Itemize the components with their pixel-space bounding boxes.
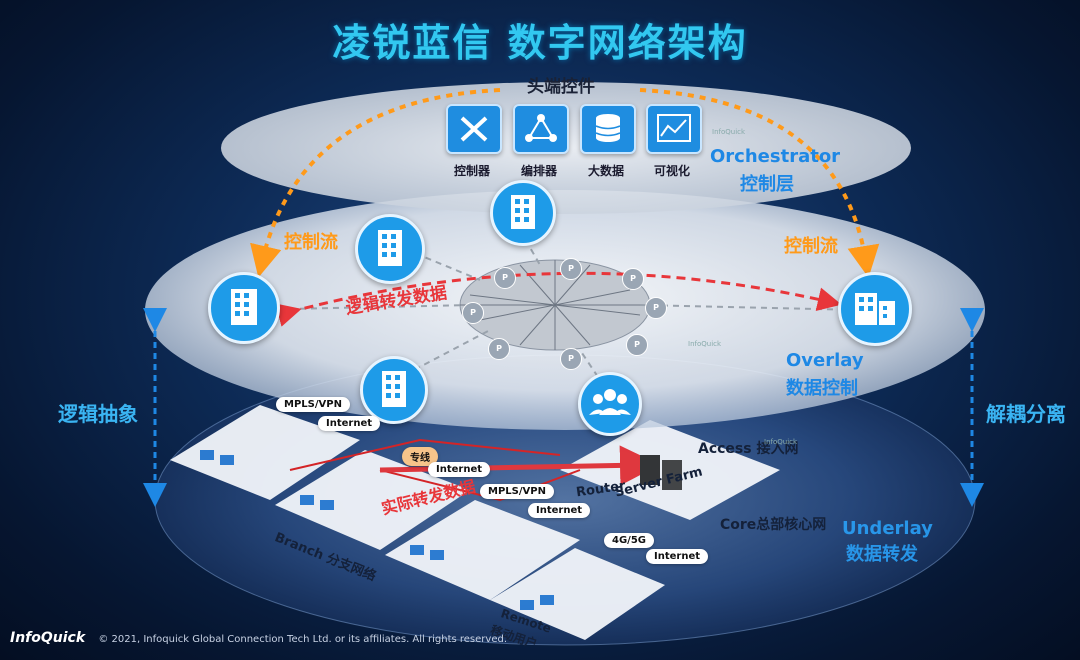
cloud-internet-1: Internet [318, 416, 381, 431]
cloud-mpls-vpn-2: MPLS/VPN [480, 484, 554, 499]
chart-icon [646, 104, 702, 154]
side-label-left: 逻辑抽象 [58, 402, 138, 426]
access-label-en: Access [698, 441, 752, 457]
building-icon [208, 272, 280, 344]
building-icon [838, 272, 912, 346]
overlay-label-en: Overlay [786, 350, 864, 371]
cloud-mpls-vpn-1: MPLS/VPN [276, 397, 350, 412]
network-tiles [170, 405, 780, 640]
footer-logo: InfoQuick [10, 630, 86, 646]
page-title: 凌锐蓝信 数字网络架构 [332, 21, 748, 65]
tools-icon [446, 104, 502, 154]
p-node: P [462, 302, 484, 324]
building-icon [360, 356, 428, 424]
p-node: P [560, 348, 582, 370]
cloud-internet-2: Internet [428, 462, 491, 477]
access-label: Access 接入网 [698, 438, 798, 458]
control-flow-left-arrow [250, 88, 501, 278]
p-node: P [560, 258, 582, 280]
network-icon [513, 104, 569, 154]
building-icon [490, 180, 556, 246]
cloud-internet-4: Internet [646, 549, 709, 564]
p-node: P [645, 297, 667, 319]
overlay-label-cn: 数据控制 [786, 378, 858, 399]
p-node: P [488, 338, 510, 360]
side-label-right: 解耦分离 [986, 402, 1066, 426]
underlay-label-cn: 数据转发 [846, 544, 918, 565]
control-flow-left-label: 控制流 [284, 232, 338, 253]
core-label: Core总部核心网 [720, 517, 827, 533]
control-flow-right-label: 控制流 [784, 236, 838, 257]
users-icon [578, 372, 642, 436]
orchestrator-header: 头端控件 [527, 77, 595, 97]
watermark-mid: InfoQuick [688, 340, 722, 348]
tool-caption-bigdata: 大数据 [587, 164, 624, 178]
watermark-top: InfoQuick [712, 128, 746, 136]
footer: InfoQuick © 2021, Infoquick Global Conne… [10, 630, 507, 646]
watermark-bottom: InfoQuick [764, 438, 798, 446]
tool-caption-controller: 控制器 [453, 164, 490, 178]
cloud-internet-3: Internet [528, 503, 591, 518]
p-node: P [494, 267, 516, 289]
access-label-cn: 接入网 [756, 441, 799, 457]
underlay-label-en: Underlay [842, 518, 933, 539]
orchestrator-label-en: Orchestrator [710, 146, 841, 167]
cloud-4g5g: 4G/5G [604, 533, 654, 548]
p-node: P [622, 268, 644, 290]
p-node: P [626, 334, 648, 356]
tool-caption-orchestrator: 编排器 [520, 164, 557, 178]
control-flow-right-arrow [639, 88, 880, 278]
building-icon [355, 214, 425, 284]
cloud-dedicated-line: 专线 [402, 447, 438, 466]
tool-caption-visualization: 可视化 [653, 164, 690, 178]
database-icon [580, 104, 636, 154]
footer-copyright: © 2021, Infoquick Global Connection Tech… [98, 634, 508, 645]
orchestrator-label-cn: 控制层 [740, 174, 794, 195]
